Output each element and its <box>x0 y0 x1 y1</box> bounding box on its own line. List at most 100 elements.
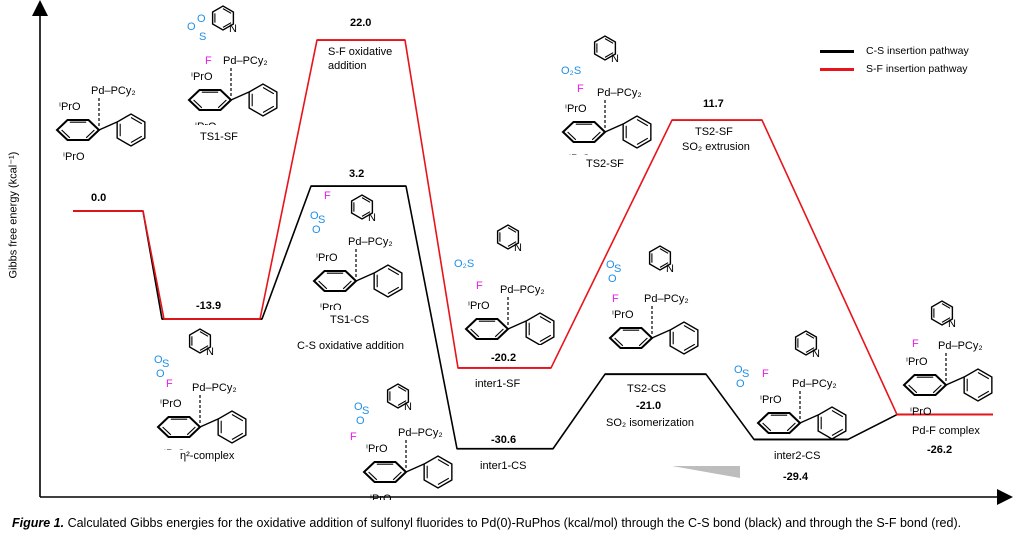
inter2-cs-label: inter2-CS <box>774 450 821 462</box>
legend-item-sf: S-F insertion pathway <box>820 60 969 78</box>
upper-aryl-ring <box>669 321 699 355</box>
sf-pathway-line <box>73 39 993 416</box>
double-bond <box>387 268 400 276</box>
value-label-m30-6: -30.6 <box>491 434 517 446</box>
ipro-label-bottom: ⁱPrO <box>320 302 342 310</box>
lower-aryl-ring <box>187 88 233 112</box>
double-bond <box>262 105 275 113</box>
nitrogen-label: N <box>368 212 376 224</box>
double-bond <box>392 471 402 481</box>
double-bond <box>130 117 143 125</box>
double-bond <box>805 347 815 353</box>
ts2-sf-structure-label: TS2-SF <box>586 158 624 170</box>
value-label-0: 0.0 <box>91 192 107 204</box>
cs-oxidative-addition-label: C-S oxidative addition <box>297 340 405 352</box>
double-bond <box>636 137 649 145</box>
lower-aryl-ring <box>362 460 408 484</box>
double-bond <box>683 343 696 351</box>
pyridine-ring <box>794 330 818 356</box>
so2-label: O₂S <box>561 65 581 77</box>
so2-label: O₂S <box>454 258 474 270</box>
ipro-label-top: ⁱPrO <box>906 356 928 368</box>
double-bond <box>604 52 614 58</box>
pyridine-ring <box>386 383 410 409</box>
oxygen-label: O <box>187 21 196 33</box>
y-axis-label: Gibbs free energy (kcal⁻¹) <box>7 151 20 279</box>
double-bond <box>186 426 196 436</box>
fluorine-label: F <box>476 280 483 292</box>
double-bond <box>977 372 990 380</box>
pd-pcy2-label: Pd–PCy₂ <box>644 293 689 305</box>
double-bond <box>361 211 371 217</box>
caption-text: Calculated Gibbs energies for the oxidat… <box>64 516 962 530</box>
eta2-complex-label: η²-complex <box>180 450 235 462</box>
caption-figure-label: Figure 1. <box>12 516 65 530</box>
double-bond <box>470 328 480 338</box>
double-bond <box>908 384 918 394</box>
ipro-label-bottom: ⁱPrO <box>910 406 932 415</box>
ipro-label-bottom: ⁱPrO <box>569 153 591 155</box>
double-bond <box>831 410 844 418</box>
ipro-label-top: ⁱPrO <box>612 309 634 321</box>
ts2-cs-label: TS2-CS <box>627 383 667 395</box>
structure-inter1-sf: NO₂SFⁱPrOⁱPrOPd–PCy₂ <box>454 224 555 345</box>
fluorine-label: F <box>324 190 331 202</box>
pyridine-ring <box>593 35 617 61</box>
lower-aryl-ring <box>561 120 607 144</box>
fluorine-label: F <box>350 431 357 443</box>
sf-oxidative-addition-label-2: addition <box>328 60 367 72</box>
ipro-label-top: ⁱPrO <box>191 71 213 83</box>
ipro-label-top: ⁱPrO <box>59 101 81 113</box>
value-label-11-7: 11.7 <box>703 98 724 110</box>
double-bond <box>162 426 172 436</box>
oxygen-label: O <box>608 273 617 285</box>
double-bond <box>567 131 577 141</box>
pyridine-ring <box>930 300 954 326</box>
biaryl-bond <box>651 329 671 339</box>
double-bond <box>397 386 407 392</box>
biaryl-bond <box>945 376 965 386</box>
ts2-sf-level-label: TS2-SF <box>695 126 733 138</box>
grey-shading <box>672 466 740 478</box>
pd-pcy2-label: Pd–PCy₂ <box>792 378 837 390</box>
double-bond <box>61 129 71 139</box>
biaryl-bond <box>355 272 375 282</box>
fluorine-label: F <box>205 55 212 67</box>
double-bond <box>397 400 407 406</box>
legend-item-cs: C-S insertion pathway <box>820 42 969 60</box>
biaryl-bond <box>199 418 219 428</box>
double-bond <box>507 241 517 247</box>
pyridine-ring <box>648 245 672 271</box>
upper-aryl-ring <box>963 368 993 402</box>
ipro-label-top: ⁱPrO <box>366 443 388 455</box>
so2-extrusion-label: SO₂ extrusion <box>682 141 750 153</box>
lower-aryl-ring <box>312 269 358 293</box>
double-bond <box>507 227 517 233</box>
oxygen-label: O <box>312 224 321 236</box>
upper-aryl-ring <box>622 115 652 149</box>
lower-aryl-ring <box>756 411 802 435</box>
double-bond <box>494 328 504 338</box>
ipro-label-top: ⁱPrO <box>565 103 587 115</box>
sf-oxidative-addition-label-1: S-F oxidative <box>328 46 393 58</box>
oxygen-label: O <box>197 13 206 25</box>
nitrogen-label: N <box>404 401 412 413</box>
legend-swatch-black <box>820 49 854 53</box>
nitrogen-label: N <box>206 346 214 358</box>
ipro-label-top: ⁱPrO <box>316 252 338 264</box>
value-label-m29-4: -29.4 <box>783 471 809 483</box>
nitrogen-label: N <box>229 23 237 35</box>
ipro-label-bottom: ⁱPrO <box>616 359 638 360</box>
fluorine-label: F <box>577 83 584 95</box>
double-bond <box>231 432 244 440</box>
double-bond <box>539 334 552 342</box>
oxygen-label: O <box>356 415 365 427</box>
fluorine-label: F <box>762 368 769 380</box>
inter1-sf-label: inter1-SF <box>475 378 521 390</box>
upper-aryl-ring <box>217 410 247 444</box>
nitrogen-label: N <box>812 348 820 360</box>
double-bond <box>638 337 648 347</box>
